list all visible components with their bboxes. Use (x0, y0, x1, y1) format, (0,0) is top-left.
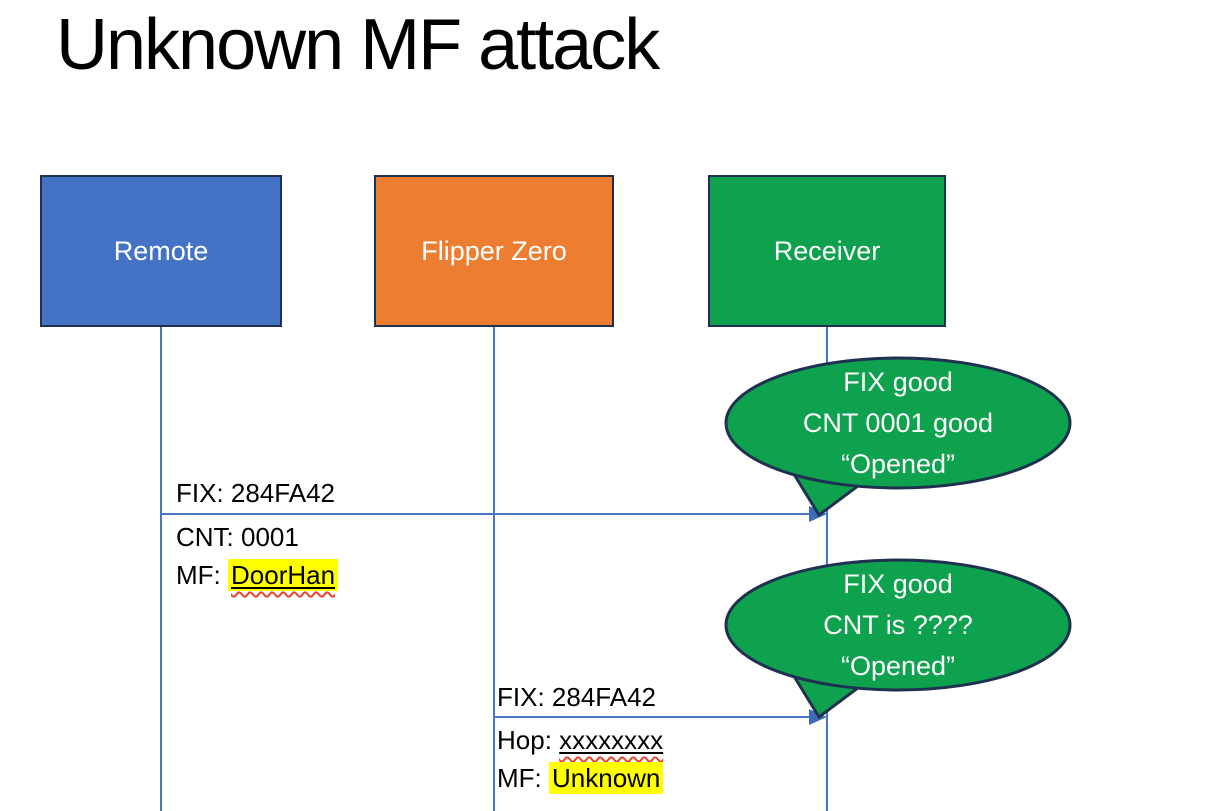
message2-hop-prefix: Hop: (497, 725, 560, 755)
lifeline-remote (160, 327, 162, 811)
page-title: Unknown MF attack (56, 5, 660, 85)
bubble2-line3: “Opened” (840, 650, 956, 681)
message1-mf-value: DoorHan (231, 560, 336, 590)
speech-bubble-2-text: FIX good CNT is ???? “Opened” (726, 561, 1070, 689)
actor-label-flipper-zero: Flipper Zero (421, 235, 567, 266)
message2-hop-value-underline: xxxxxxxx (559, 725, 663, 755)
bubble2-line1: FIX good (843, 568, 953, 599)
speech-bubble-1-shape (724, 356, 1072, 518)
speech-bubble-1: FIX good CNT 0001 good “Opened” (722, 355, 1074, 521)
actor-label-receiver: Receiver (773, 235, 881, 266)
bubble1-line2: CNT 0001 good (802, 407, 994, 438)
speech-bubble-2: FIX good CNT is ???? “Opened” (722, 557, 1074, 723)
message2-arrow-line (494, 716, 811, 718)
message2-line-mf: MF: Unknown (497, 759, 664, 797)
message2-mf-prefix: MF: (497, 763, 549, 793)
bubble1-line1: FIX good (843, 366, 953, 397)
actor-box-flipper-zero: Flipper Zero (374, 175, 614, 327)
actor-box-remote: Remote (40, 175, 282, 327)
speech-bubble-2-shape (724, 558, 1072, 720)
message1-mf-value-highlight: DoorHan (228, 559, 339, 591)
message2-line-hop: Hop: xxxxxxxx (497, 721, 663, 759)
lifeline-flipper-zero (493, 327, 495, 811)
message2-mf-value: Unknown (549, 762, 664, 794)
bubble2-line2: CNT is ???? (823, 609, 973, 640)
message2-label-fix: FIX: 284FA42 (497, 682, 656, 712)
bubble1-line3: “Opened” (840, 448, 956, 479)
message2-label-details: Hop: xxxxxxxx MF: Unknown (497, 721, 664, 797)
message1-line-mf: MF: DoorHan (176, 556, 339, 594)
actor-label-remote: Remote (113, 235, 209, 266)
speech-bubble-1-text: FIX good CNT 0001 good “Opened” (726, 359, 1070, 487)
message2-hop-value: xxxxxxxx (559, 725, 664, 755)
actor-box-receiver: Receiver (708, 175, 946, 327)
message1-label-fix: FIX: 284FA42 (176, 478, 335, 508)
message1-arrow-line (161, 513, 811, 515)
message1-label-details: CNT: 0001 MF: DoorHan (176, 518, 339, 594)
message1-mf-prefix: MF: (176, 560, 228, 590)
message1-line-cnt: CNT: 0001 (176, 522, 299, 552)
